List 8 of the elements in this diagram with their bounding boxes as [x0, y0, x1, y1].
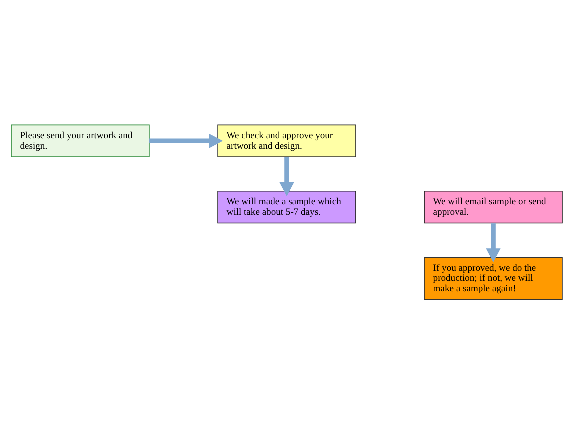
node-box: We check and approve your artwork and design.: [218, 124, 356, 157]
node-box: We will email sample or send approval.: [424, 190, 563, 224]
arrow: [149, 133, 224, 148]
arrow: [486, 223, 501, 262]
node-box: Please send your artwork and design.: [11, 124, 150, 157]
arrow: [280, 156, 294, 196]
node-box: We will made a sample which will take about 5-7 days.: [218, 190, 356, 224]
node-box: If you approved, we do the production; if not, we will make a sample again!: [424, 256, 563, 300]
